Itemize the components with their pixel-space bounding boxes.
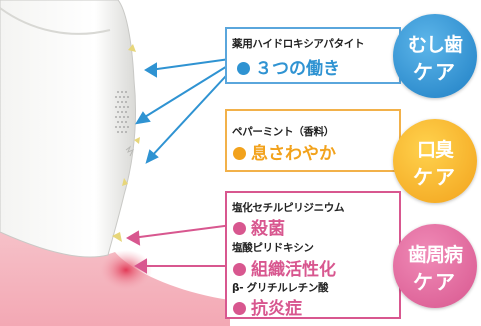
gum-ingredient-3: β- グリチルレチン酸	[232, 282, 329, 294]
gum-benefit-2: 組織活性化	[233, 255, 336, 280]
blue-arrows	[135, 57, 238, 164]
bullet-dot-icon	[233, 222, 246, 235]
caries-care-badge: むし歯 ケア	[393, 14, 477, 98]
inflammation-spot	[100, 250, 152, 290]
breath-benefit: 息さわやか	[233, 139, 336, 164]
gum-ingredient-1: 塩化セチルピリジニウム	[232, 202, 345, 214]
gum-ingredient-2: 塩酸ピリドキシン	[232, 242, 314, 254]
whitening-benefit: ３つの働き	[237, 54, 340, 79]
gum-benefit-3: 抗炎症	[233, 294, 302, 319]
enamel-dots	[115, 91, 129, 133]
breath-ingredient: ペパーミント（香料）	[232, 126, 334, 138]
whitening-benefit-text: ３つの働き	[255, 59, 340, 79]
gum-benefit-3-text: 抗炎症	[251, 299, 302, 319]
gum-box	[225, 191, 401, 319]
gum-care-badge-line2: ケア	[413, 270, 457, 294]
breath-care-badge-line2: ケア	[413, 165, 457, 189]
gum-care-badge-line1: 歯周病	[407, 244, 463, 266]
gum-care-badge: 歯周病 ケア	[393, 224, 477, 308]
tooth-shape	[0, 0, 137, 258]
gum-benefit-2-text: 組織活性化	[251, 260, 336, 280]
breath-care-badge: 口臭 ケア	[393, 119, 477, 203]
caries-care-badge-line2: ケア	[413, 60, 457, 84]
breath-benefit-text: 息さわやか	[251, 144, 336, 164]
whitening-ingredient: 薬用ハイドロキシアパタイト	[232, 38, 365, 50]
pink-arrows	[125, 224, 233, 274]
bullet-dot-icon	[233, 302, 246, 315]
breath-care-badge-line1: 口臭	[416, 139, 454, 161]
whitening-box	[225, 27, 401, 84]
breath-box	[225, 109, 401, 172]
gum-benefit-1: 殺菌	[233, 214, 285, 239]
plaque-specks	[112, 44, 140, 242]
caries-care-badge-line1: むし歯	[407, 34, 463, 56]
bullet-dot-icon	[233, 263, 246, 276]
bullet-dot-icon	[233, 147, 246, 160]
bullet-dot-icon	[237, 62, 250, 75]
gum-benefit-1-text: 殺菌	[251, 219, 285, 239]
